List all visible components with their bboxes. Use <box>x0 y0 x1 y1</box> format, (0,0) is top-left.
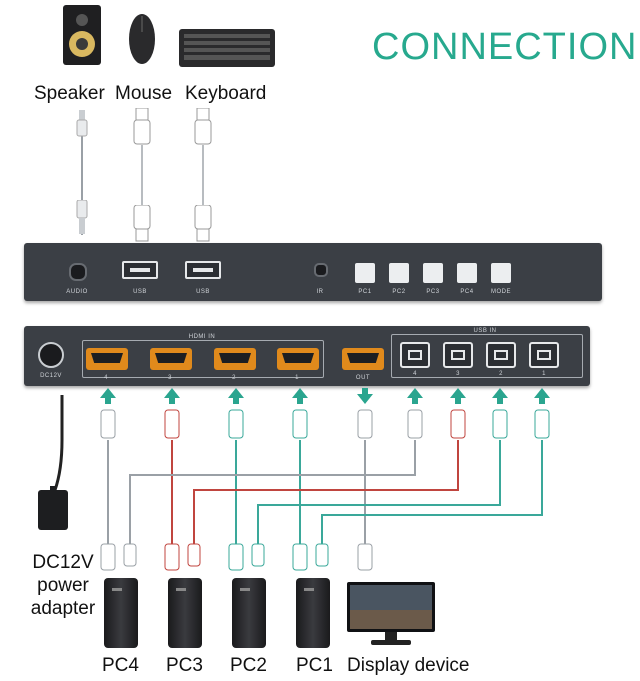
pc1-label: PC1 <box>296 655 333 676</box>
display-device-label: Display device <box>347 655 470 676</box>
pc-tower-icon <box>104 578 138 648</box>
usb-cable-pc1 <box>321 440 543 545</box>
front-label: USB <box>133 289 147 295</box>
front-label: USB <box>196 289 210 295</box>
front-panel: AUDIO USB USB IR PC1 PC2 PC3 PC4 MODE <box>24 243 602 301</box>
keyboard-icon <box>179 29 275 67</box>
usb-in-port-4 <box>400 342 430 368</box>
speaker-label: Speaker <box>34 83 105 104</box>
usb-in-port-1 <box>529 342 559 368</box>
pc2-label: PC2 <box>230 655 267 676</box>
usb-in-port-2 <box>486 342 516 368</box>
hdmi-in-group <box>82 340 324 378</box>
power-line-1: DC12V <box>32 552 94 573</box>
hdmi-port-label: 4 <box>104 375 108 381</box>
mode-button[interactable] <box>491 263 511 283</box>
hdmi-in-port-1 <box>277 348 319 370</box>
usb-plug-icon <box>133 205 151 242</box>
pc2-button[interactable] <box>389 263 409 283</box>
usb-port-label: 3 <box>456 371 460 377</box>
usb-in-port-3 <box>443 342 473 368</box>
front-label: PC1 <box>358 289 372 295</box>
hdmi-in-label: HDMI IN <box>172 334 232 340</box>
audio-plug-icon <box>76 110 88 137</box>
power-line-2: power <box>37 575 89 596</box>
ir-sensor <box>314 263 328 277</box>
mouse-icon <box>129 14 155 64</box>
bottom-plugs <box>100 543 373 571</box>
hdmi-out-label: OUT <box>355 375 371 381</box>
pc3-label: PC3 <box>166 655 203 676</box>
hdmi-port-label: 1 <box>295 375 299 381</box>
usb-in-group <box>391 334 583 378</box>
front-label: PC2 <box>392 289 406 295</box>
front-label: MODE <box>491 289 511 295</box>
hdmi-in-port-3 <box>150 348 192 370</box>
pc-tower-icon <box>168 578 202 648</box>
pc-tower-icon <box>232 578 266 648</box>
usb-port-label: 4 <box>413 371 417 377</box>
usb-port-front <box>185 261 221 279</box>
power-line-3: adapter <box>30 598 96 619</box>
hdmi-out-port <box>342 348 384 370</box>
hdmi-in-port-2 <box>214 348 256 370</box>
pc1-button[interactable] <box>355 263 375 283</box>
connector-arrows <box>100 388 550 439</box>
monitor-icon <box>347 582 435 645</box>
pc3-button[interactable] <box>423 263 443 283</box>
usb-plug-icon <box>133 108 151 145</box>
pc-tower-icon <box>296 578 330 648</box>
usb-port-label: 1 <box>542 371 546 377</box>
front-label: IR <box>316 289 324 295</box>
pc4-button[interactable] <box>457 263 477 283</box>
front-label: AUDIO <box>66 289 88 295</box>
usb-cable-pc2 <box>257 440 501 545</box>
hdmi-port-label: 3 <box>168 375 172 381</box>
power-adapter-icon <box>38 486 68 530</box>
up-arrow-icon <box>100 388 550 404</box>
usb-port-label: 2 <box>499 371 503 377</box>
front-label: PC4 <box>460 289 474 295</box>
down-arrow-icon <box>357 388 373 404</box>
pc4-label: PC4 <box>102 655 139 676</box>
power-cord <box>53 395 64 491</box>
dc-label: DC12V <box>40 373 62 379</box>
usb-port-front <box>122 261 158 279</box>
hdmi-port-label: 2 <box>232 375 236 381</box>
usb-plug-icon <box>194 108 212 145</box>
keyboard-label: Keyboard <box>185 83 267 104</box>
usb-plug-icon <box>194 205 212 242</box>
dc-jack <box>38 342 64 368</box>
usb-cable-pc3 <box>193 440 459 545</box>
back-panel: DC12V HDMI IN 4 3 2 1 OUT USB IN 4 3 2 1 <box>24 326 590 386</box>
audio-jack <box>69 263 87 281</box>
cable-plug-icon <box>100 409 550 439</box>
diagram-title: CONNECTION <box>372 26 638 68</box>
speaker-icon <box>63 5 101 65</box>
hdmi-in-port-4 <box>86 348 128 370</box>
mouse-label: Mouse <box>115 83 173 104</box>
front-label: PC3 <box>426 289 440 295</box>
usb-cable-pc4 <box>129 440 416 545</box>
audio-plug-icon <box>76 200 88 234</box>
usb-in-label: USB IN <box>460 328 510 334</box>
